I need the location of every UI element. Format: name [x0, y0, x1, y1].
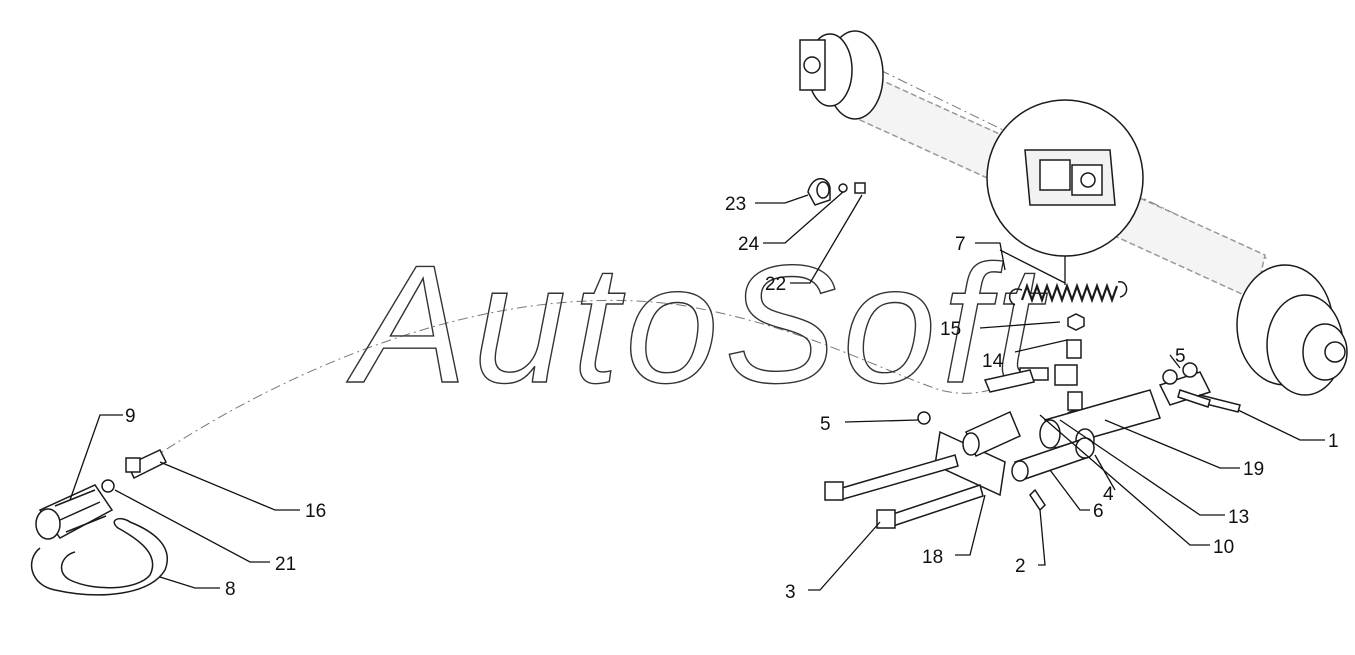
callout-2: 2 — [1015, 556, 1026, 577]
connector-group-left — [30, 449, 168, 596]
mounting-plate-assembly — [824, 410, 1095, 529]
watermark: AutoSoft — [346, 230, 1048, 418]
callout-13: 13 — [1228, 507, 1249, 528]
leader-lines — [69, 191, 1325, 591]
callout-24: 24 — [738, 234, 760, 255]
callout-6: 6 — [1093, 501, 1104, 522]
callout-16: 16 — [305, 501, 326, 522]
callout-8: 8 — [225, 579, 236, 600]
callout-10: 10 — [1213, 537, 1234, 558]
detail-magnifier — [986, 99, 1144, 285]
callout-3: 3 — [785, 582, 796, 603]
callout-21: 21 — [275, 554, 296, 575]
callout-labels: 23 24 22 7 15 14 5 1 5 19 4 6 13 10 2 18… — [125, 194, 1339, 603]
callout-4: 4 — [1103, 484, 1114, 505]
callout-14: 14 — [982, 351, 1004, 372]
spring-part-7 — [1008, 281, 1128, 306]
cable-path — [149, 299, 1021, 461]
callout-23: 23 — [725, 194, 746, 215]
bracket-part-23 — [807, 178, 866, 206]
callout-1: 1 — [1328, 431, 1339, 452]
callout-5-left: 5 — [820, 414, 831, 435]
callout-22: 22 — [765, 274, 786, 295]
callout-7: 7 — [955, 234, 966, 255]
callout-15: 15 — [940, 319, 961, 340]
callout-19: 19 — [1243, 459, 1264, 480]
callout-18: 18 — [922, 547, 943, 568]
callout-9: 9 — [125, 406, 136, 427]
callout-5-top: 5 — [1175, 346, 1186, 367]
